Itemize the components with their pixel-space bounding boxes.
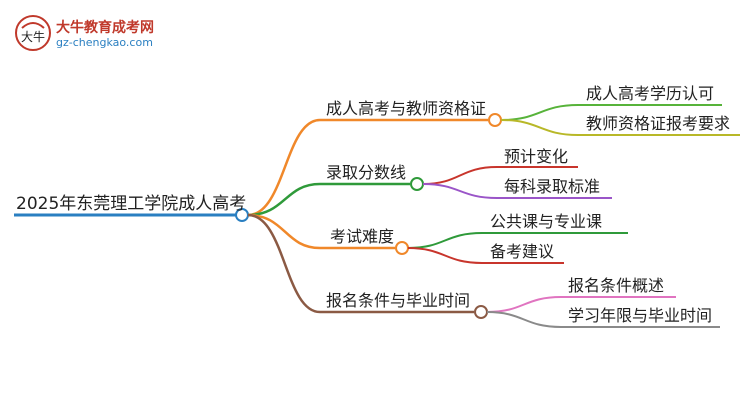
logo-badge-text: 大牛 (21, 29, 45, 44)
leaf-3-1-curve (407, 232, 483, 249)
leaf-label-subject-standard[interactable]: 每科录取标准 (504, 177, 601, 196)
leaf-1-1-curve (500, 104, 579, 121)
site-logo[interactable]: 大牛 大牛教育成考网 gz-chengkao.com (14, 14, 174, 54)
logo-badge-icon: 大牛 (15, 15, 51, 51)
root-label[interactable]: 2025年东莞理工学院成人高考 (16, 194, 247, 214)
leaf-4-2-curve (486, 311, 562, 328)
branch-2-node (410, 177, 424, 191)
logo-url: gz-chengkao.com (56, 36, 153, 49)
leaf-label-cert-requirements[interactable]: 教师资格证报考要求 (586, 114, 731, 133)
leaf-label-study-duration[interactable]: 学习年限与毕业时间 (568, 306, 713, 325)
branch-3-node (395, 241, 409, 255)
branch-label-exam-difficulty[interactable]: 考试难度 (330, 227, 395, 246)
branch-4-curve (247, 213, 321, 314)
leaf-label-degree-recognition[interactable]: 成人高考学历认可 (586, 84, 715, 103)
branch-3-curve (247, 213, 321, 250)
leaf-2-1-curve (422, 166, 498, 185)
branch-1-node (488, 113, 502, 127)
leaf-label-enroll-overview[interactable]: 报名条件概述 (568, 276, 665, 295)
leaf-3-2-curve (407, 247, 483, 264)
branch-label-teacher-cert[interactable]: 成人高考与教师资格证 (326, 99, 487, 118)
logo-title: 大牛教育成考网 (56, 20, 154, 36)
leaf-label-courses[interactable]: 公共课与专业课 (490, 212, 603, 231)
branch-4-node (474, 305, 488, 319)
branch-label-admission-score[interactable]: 录取分数线 (326, 163, 407, 182)
leaf-4-1-curve (486, 296, 562, 313)
branch-label-enroll-graduate[interactable]: 报名条件与毕业时间 (326, 291, 471, 310)
leaf-1-2-curve (500, 119, 579, 136)
leaf-label-prep-advice[interactable]: 备考建议 (490, 242, 555, 261)
branch-1-curve (247, 118, 321, 217)
leaf-label-expected-change[interactable]: 预计变化 (504, 147, 569, 166)
leaf-2-2-curve (422, 183, 498, 199)
branch-2-curve (247, 182, 321, 217)
